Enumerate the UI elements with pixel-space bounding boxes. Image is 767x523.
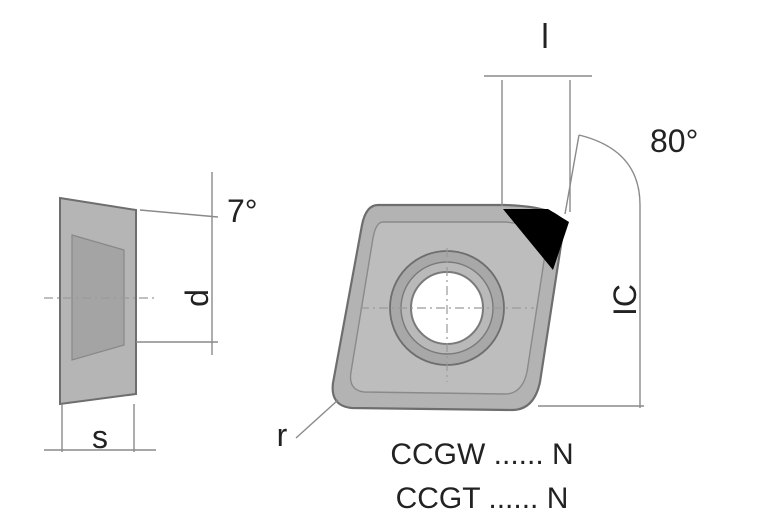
- clearance-angle-line: [139, 209, 219, 218]
- l-label: l: [541, 18, 549, 56]
- r-leader-line: [295, 399, 339, 439]
- side-view: [44, 172, 219, 452]
- ic-label: IC: [607, 284, 643, 316]
- code-ccgt: CCGT ...... N: [396, 482, 569, 515]
- top-view: [295, 75, 644, 439]
- angle-7-label: 7°: [227, 193, 258, 229]
- cutting-tip: [503, 209, 569, 270]
- r-label: r: [277, 417, 288, 453]
- angle-80-arc: [578, 134, 641, 206]
- angle-edge-line: [564, 134, 580, 215]
- side-view-hole-recess: [71, 234, 125, 361]
- angle-80-label: 80°: [650, 123, 698, 159]
- s-label: s: [92, 419, 108, 455]
- d-label: d: [179, 289, 215, 307]
- code-ccgw: CCGW ...... N: [390, 438, 573, 471]
